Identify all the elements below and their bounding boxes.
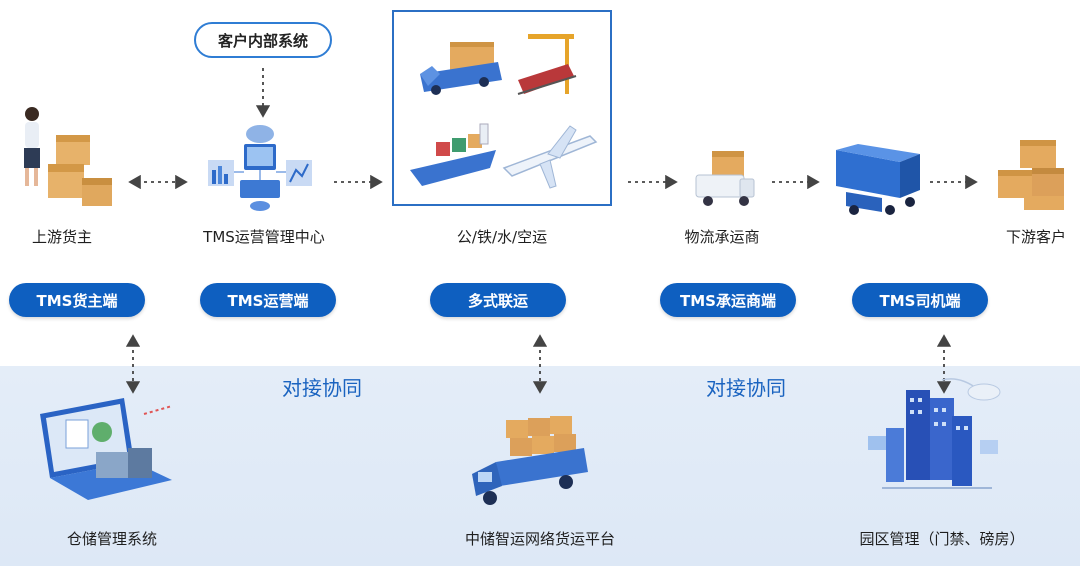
pill-tms-driver: TMS司机端 [852,283,988,317]
collaboration-text-left: 对接协同 [282,376,362,400]
node-label-carrier: 物流承运商 [684,228,760,246]
internal-system-badge: 客户内部系统 [194,22,332,58]
node-label-transport-modes: 公/铁/水/空运 [456,228,548,246]
bottom-label-warehouse: 仓储管理系统 [66,530,158,548]
shipper-illustration [24,107,112,206]
pill-tms-shipper: TMS货主端 [9,283,145,317]
park-illustration [868,378,1001,489]
node-label-downstream-customer: 下游客户 [1005,228,1067,246]
bottom-label-park-management: 园区管理（门禁、磅房） [859,530,1025,548]
node-label-upstream-shipper: 上游货主 [31,228,93,246]
driver-truck-illustration [836,144,920,215]
node-label-tms-center: TMS运营管理中心 [203,228,325,246]
tms-center-illustration [208,125,312,211]
carrier-illustration [695,151,755,206]
warehouse-illustration [40,398,173,500]
customer-boxes-illustration [998,140,1064,210]
platform-truck-illustration [472,416,588,505]
collaboration-text-right: 对接协同 [706,376,786,400]
pill-multimodal: 多式联运 [430,283,566,317]
bottom-label-freight-platform: 中储智运网络货运平台 [464,530,616,548]
pill-tms-carrier: TMS承运商端 [660,283,796,317]
transport-modes-illustration [410,34,598,189]
pill-tms-operations: TMS运营端 [200,283,336,317]
